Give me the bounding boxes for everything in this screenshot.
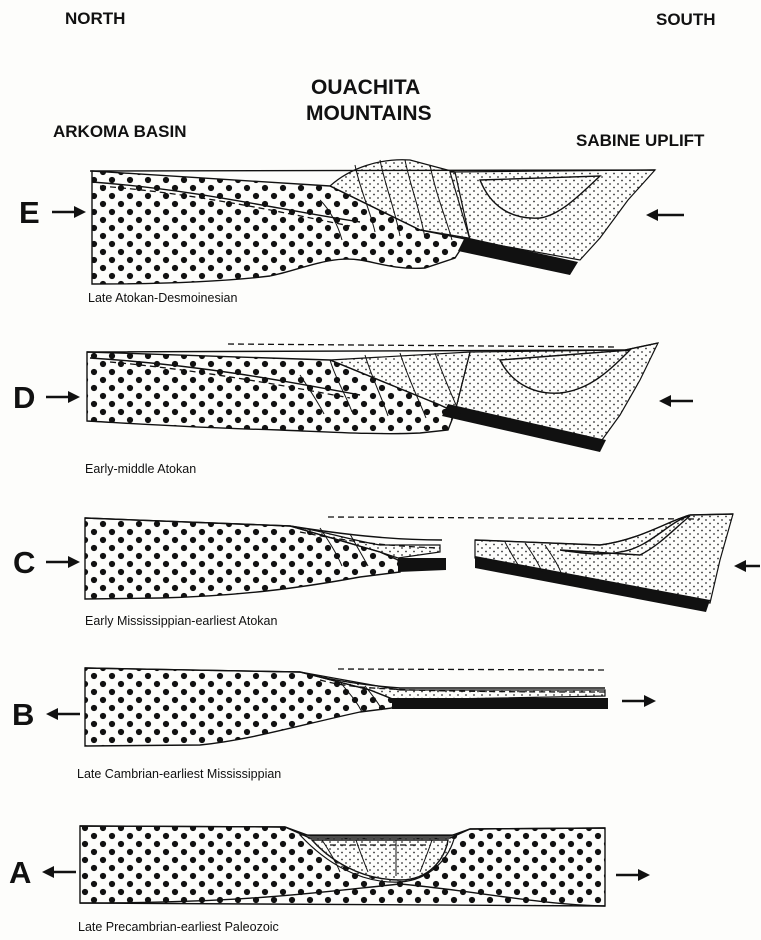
stage-b-caption: Late Cambrian-earliest Mississippian (77, 767, 281, 781)
stage-b-oceanic-crust (392, 698, 608, 709)
arkoma-basin-label: ARKOMA BASIN (53, 122, 186, 141)
stage-c-north-arrow-head (68, 556, 80, 568)
stage-e-letter: E (19, 195, 40, 230)
stage-a-caption: Late Precambrian-earliest Paleozoic (78, 920, 279, 934)
stage-d-north-arrow-head (68, 391, 80, 403)
stage-b-continental-crust (85, 668, 395, 746)
stage-b-top-dash (338, 669, 605, 670)
stage-b-north-arrow-head (46, 708, 58, 720)
stage-a-north-arrow-head (42, 866, 54, 878)
stage-e-caption: Late Atokan-Desmoinesian (88, 291, 237, 305)
ouachita-label-line1: OUACHITA (311, 76, 420, 99)
stage-d-section: D (13, 343, 693, 452)
stage-d-surface-line (87, 343, 658, 352)
stage-a-south-arrow-head (638, 869, 650, 881)
north-label: NORTH (65, 9, 125, 28)
stage-c-south-arrow-head (734, 560, 746, 572)
stage-e-south-arrow-head (646, 209, 658, 221)
stage-b-letter: B (12, 697, 34, 732)
stage-c-letter: C (13, 545, 35, 580)
stage-d-letter: D (13, 380, 35, 415)
stage-c-top-dash (328, 517, 700, 519)
sabine-uplift-label: SABINE UPLIFT (576, 131, 705, 150)
stage-c-oceanic-crust-north (398, 558, 446, 572)
stage-e-section: E (19, 160, 684, 284)
stage-b-south-arrow-head (644, 695, 656, 707)
stage-d-top-dash (228, 344, 618, 347)
stage-c-caption: Early Mississippian-earliest Atokan (85, 614, 277, 628)
stage-a-section: A (9, 826, 650, 906)
stage-c-section: C (13, 514, 760, 612)
ouachita-label-line2: MOUNTAINS (306, 102, 432, 125)
stage-c-continental-crust (85, 518, 400, 599)
stage-d-caption: Early-middle Atokan (85, 462, 196, 476)
stage-e-north-arrow-head (74, 206, 86, 218)
south-label: SOUTH (656, 10, 716, 29)
stage-d-south-arrow-head (659, 395, 671, 407)
stage-a-letter: A (9, 855, 31, 890)
stage-b-section: B (12, 668, 656, 746)
